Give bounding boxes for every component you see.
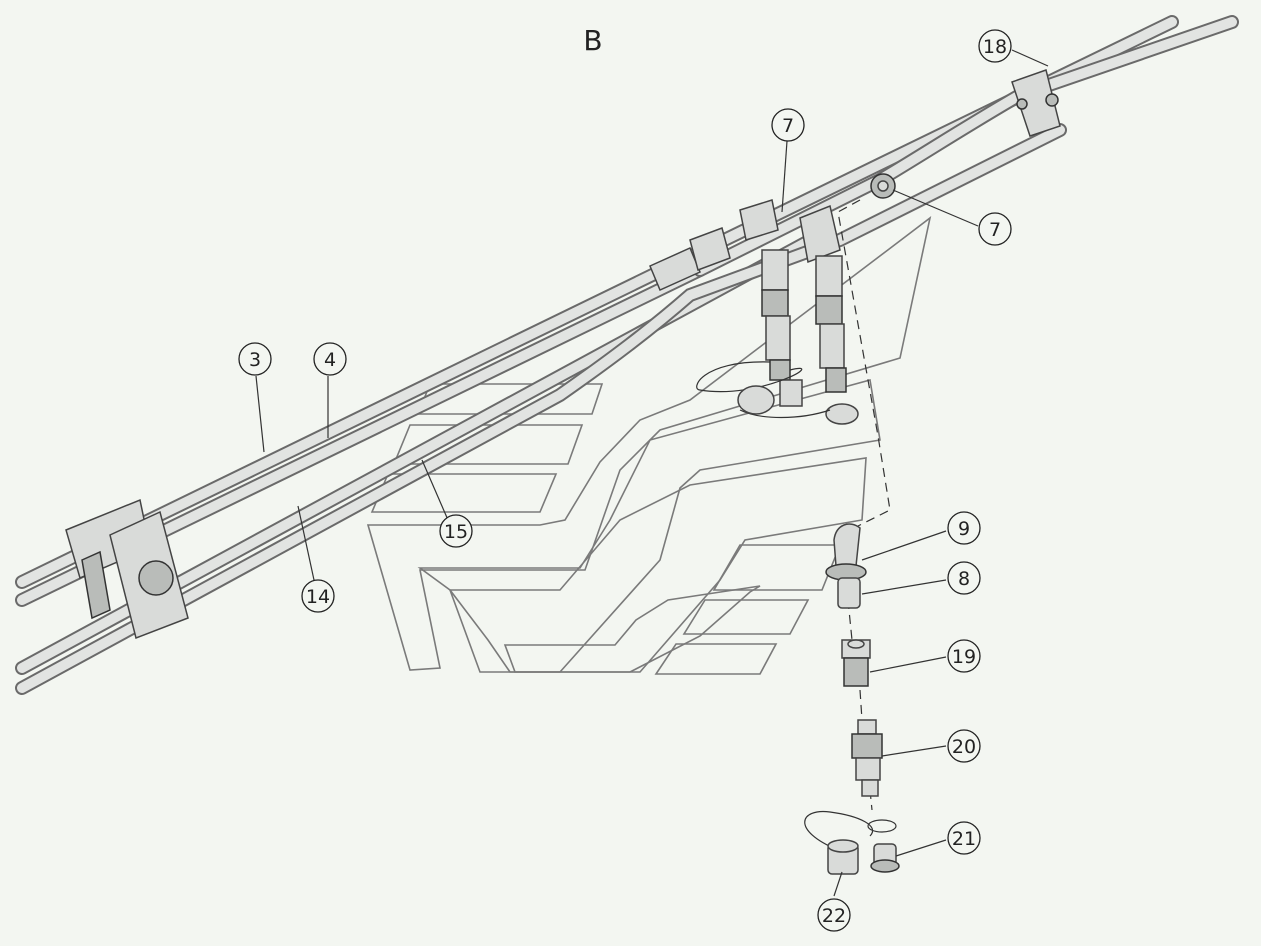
- part-8-sleeve: [837, 577, 861, 609]
- svg-text:21: 21: [952, 828, 976, 850]
- callout-22: 22: [817, 898, 851, 932]
- decal-outlines: [366, 216, 932, 675]
- callout-18: 18: [978, 29, 1012, 63]
- svg-text:14: 14: [306, 586, 330, 608]
- callout-7-right: 7: [978, 212, 1012, 246]
- svg-text:18: 18: [983, 36, 1007, 58]
- view-label: B: [583, 24, 602, 57]
- callout-15: 15: [439, 514, 473, 548]
- svg-text:20: 20: [952, 736, 976, 758]
- part-9-elbow: [825, 523, 867, 581]
- svg-text:9: 9: [958, 518, 970, 540]
- callout-4: 4: [313, 342, 347, 376]
- svg-text:3: 3: [249, 349, 261, 371]
- callout-21: 21: [947, 821, 981, 855]
- callout-9: 9: [947, 511, 981, 545]
- leader-lines: [255, 49, 1049, 897]
- tube-fittings: [649, 173, 896, 292]
- right-clamp: [1011, 69, 1061, 137]
- tube-15: [15, 123, 1067, 695]
- svg-text:22: 22: [822, 905, 846, 927]
- callout-3: 3: [238, 342, 272, 376]
- part-20-coupling: [851, 719, 883, 797]
- hose-couplings: [696, 249, 859, 425]
- svg-text:15: 15: [444, 521, 468, 543]
- left-clamp: [65, 498, 189, 640]
- callout-7-top: 7: [771, 108, 805, 142]
- callout-14: 14: [301, 579, 335, 613]
- svg-text:7: 7: [782, 115, 794, 137]
- part-21-22-cap: [804, 810, 900, 875]
- svg-text:4: 4: [324, 349, 336, 371]
- svg-text:7: 7: [989, 219, 1001, 241]
- callout-20: 20: [947, 729, 981, 763]
- part-19-nut: [841, 639, 871, 687]
- svg-text:19: 19: [952, 646, 976, 668]
- callout-19: 19: [947, 639, 981, 673]
- svg-text:8: 8: [958, 568, 970, 590]
- assembly-line: [837, 199, 891, 811]
- callout-8: 8: [947, 561, 981, 595]
